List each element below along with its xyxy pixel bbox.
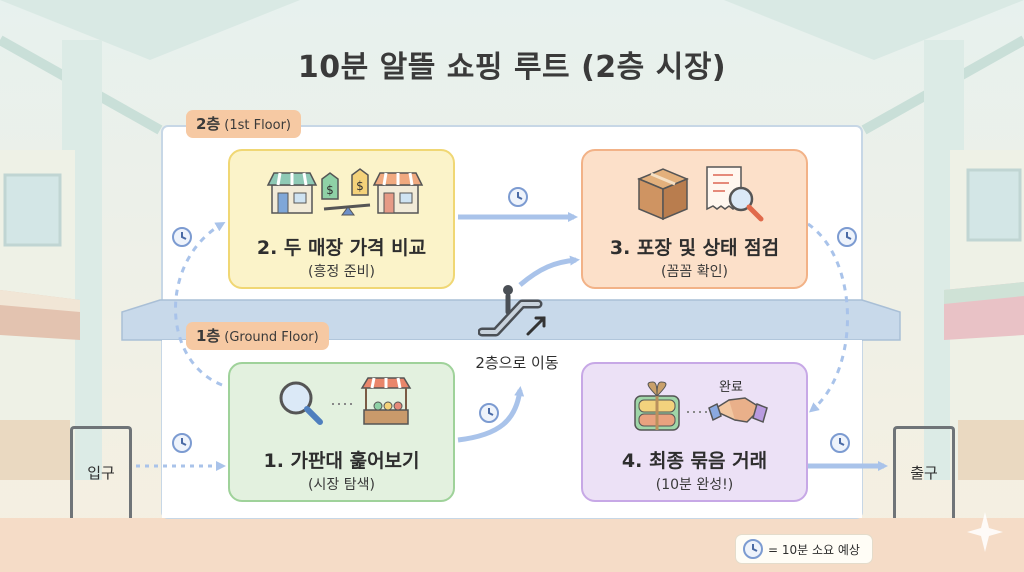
- floor-label: 1층: [196, 327, 221, 345]
- step-subtitle: (10분 완성!): [655, 477, 734, 493]
- step-title: 3. 포장 및 상태 점검: [609, 237, 780, 259]
- escalator-label: 2층으로 이동: [475, 354, 559, 372]
- legend: = 10분 소요 예상: [736, 535, 872, 563]
- legend-text: = 10분 소요 예상: [768, 543, 860, 557]
- clock-icon: [830, 433, 850, 453]
- price-tag-icon: $ $: [321, 168, 369, 200]
- clock-icon: [743, 539, 763, 559]
- floor-sub: (Ground Floor): [224, 330, 319, 345]
- clock-icon: [172, 433, 192, 453]
- exit-label: 출구: [910, 464, 938, 482]
- step-card-4: 완료 4. 최종 묶음 거래 (10분 완성!): [581, 362, 808, 502]
- entrance-gate: [70, 426, 132, 518]
- svg-text:$: $: [356, 179, 364, 193]
- escalator-icon: [478, 285, 546, 337]
- complete-badge: 완료: [719, 380, 743, 395]
- step-card-1: 1. 가판대 훑어보기 (시장 탐색): [228, 362, 455, 502]
- shop-icon: [266, 172, 318, 214]
- floor-tag-ground: 1층(Ground Floor): [186, 322, 329, 350]
- entrance-label: 입구: [87, 464, 115, 482]
- inspect-icons: [637, 166, 764, 222]
- magnifier-icon: [279, 381, 323, 425]
- clock-icon: [479, 403, 499, 423]
- clock-icon: [172, 227, 192, 247]
- gift-bundle-icon: [634, 381, 680, 431]
- exit-gate: [893, 426, 955, 518]
- clock-icon: [508, 187, 528, 207]
- step-card-2: $ $ 2. 두 매장 가격 비교 (흥정 준비): [228, 149, 455, 289]
- clock-icon: [837, 227, 857, 247]
- market-stall-icon: [360, 377, 412, 425]
- floor-sub: (1st Floor): [224, 118, 292, 133]
- step-card-3: 3. 포장 및 상태 점검 (꼼꼼 확인): [581, 149, 808, 289]
- browse-icons: [279, 377, 412, 425]
- floor-label: 2층: [196, 115, 221, 133]
- step-subtitle: (꼼꼼 확인): [661, 264, 728, 280]
- step-title: 2. 두 매장 가격 비교: [256, 237, 427, 259]
- step-title: 4. 최종 묶음 거래: [621, 450, 768, 472]
- balance-scale-icon: [323, 203, 371, 216]
- step-title: 1. 가판대 훑어보기: [263, 450, 420, 472]
- receipt-inspect-icon: [706, 166, 764, 222]
- price-compare-icons: $ $: [266, 168, 424, 216]
- step-subtitle: (흥정 준비): [308, 264, 375, 280]
- svg-text:$: $: [326, 183, 334, 197]
- box-icon: [637, 168, 689, 221]
- page-title: 10분 알뜰 쇼핑 루트 (2층 시장): [297, 50, 727, 85]
- handshake-icon: [708, 397, 768, 424]
- shop-icon: [372, 172, 424, 214]
- step-subtitle: (시장 탐색): [308, 477, 375, 493]
- floor-tag-upper: 2층(1st Floor): [186, 110, 302, 138]
- deal-icons: [634, 381, 768, 431]
